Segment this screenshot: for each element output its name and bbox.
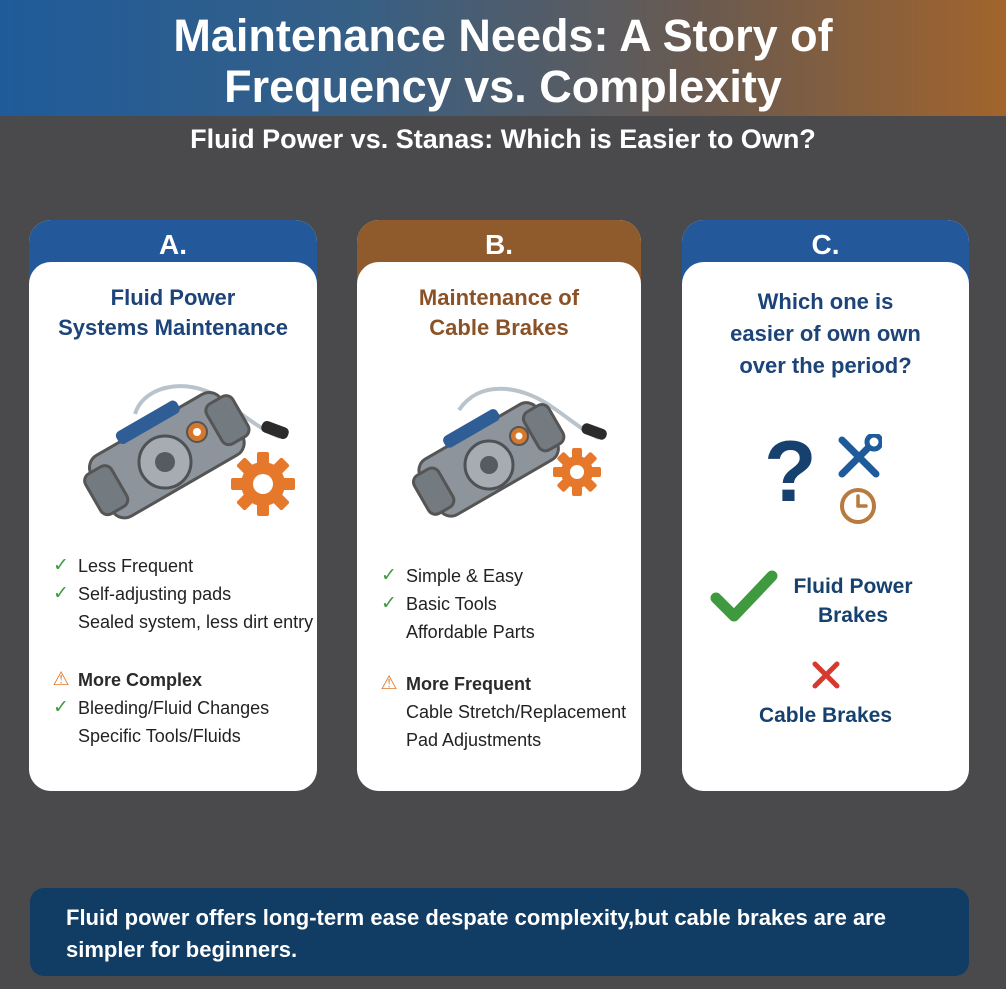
summary-text: Fluid power offers long-term ease despat… (66, 905, 886, 962)
checkmark-icon: ✓ (381, 565, 397, 586)
list-item: Sealed system, less dirt entry (78, 612, 314, 632)
card-b-body: Maintenance of Cable Brakes (357, 262, 641, 791)
question-line-3: over the period? (739, 353, 912, 378)
page-subtitle: Fluid Power vs. Stanas: Which is Easier … (190, 124, 816, 154)
brake-caliper-with-gear-icon (83, 384, 295, 520)
warning-icon: ⚠ (380, 673, 398, 694)
list-item: ✓Bleeding/Fluid Changes (29, 694, 317, 722)
question-mark-icon: ? (764, 424, 817, 520)
card-a-cons-list: ⚠More Complex ✓Bleeding/Fluid Changes Sp… (29, 666, 317, 750)
card-verdict: C. Which one is easier of own own over t… (682, 220, 969, 791)
list-item: ✓Basic Tools (357, 590, 641, 618)
loser-label: Cable Brakes (758, 704, 893, 727)
brake-caliper-with-gear-icon (411, 386, 607, 518)
winner-label: Fluid Power Brakes (778, 572, 928, 630)
card-b-title-line-1: Maintenance of (418, 285, 580, 310)
card-a-body: Fluid Power Systems Maintenance (29, 262, 317, 791)
header-banner (0, 0, 1006, 116)
title-line-2: Frequency vs. Complexity (224, 61, 782, 112)
winner-line-1: Fluid Power (793, 575, 913, 598)
checkmark-icon: ✓ (53, 555, 69, 576)
large-checkmark-icon (710, 570, 778, 622)
card-fluid-power: A. Fluid Power Systems Maintenance (29, 220, 317, 791)
list-item: ✓Less Frequent (29, 552, 317, 580)
card-a-title-line-2: Systems Maintenance (58, 315, 288, 340)
summary-footer: Fluid power offers long-term ease despat… (30, 888, 969, 976)
card-a-title: Fluid Power Systems Maintenance (29, 283, 317, 343)
wrench-screwdriver-icon (838, 434, 882, 478)
checkmark-icon: ✓ (53, 697, 69, 718)
title-line-1: Maintenance Needs: A Story of (173, 10, 833, 61)
warning-icon: ⚠ (52, 669, 70, 690)
clock-icon (840, 488, 876, 524)
checkmark-icon: ✓ (381, 593, 397, 614)
question-line-1: Which one is (757, 289, 894, 314)
page-title: Maintenance Needs: A Story of Frequency … (0, 10, 1006, 112)
card-c-icons: ? (682, 422, 969, 532)
card-a-title-line-1: Fluid Power (110, 285, 236, 310)
list-item: Cable Stretch/Replacement (406, 702, 627, 722)
winner-line-2: Brakes (817, 604, 889, 627)
list-item: Specific Tools/Fluids (78, 726, 241, 746)
question-line-2: easier of own own (730, 321, 921, 346)
cons-heading: ⚠More Frequent (357, 670, 641, 698)
card-c-question: Which one is easier of own own over the … (682, 286, 969, 382)
card-b-cons-list: ⚠More Frequent Cable Stretch/Replacement… (357, 670, 641, 754)
cons-heading: ⚠More Complex (29, 666, 317, 694)
card-cable-brakes: B. Maintenance of Cable Brakes (357, 220, 641, 791)
card-b-pros-list: ✓Simple & Easy ✓Basic Tools Affordable P… (357, 562, 641, 646)
card-a-pros-list: ✓Less Frequent ✓Self-adjusting pads Seal… (29, 552, 317, 636)
list-item: ✓Simple & Easy (357, 562, 641, 590)
list-item: Pad Adjustments (406, 730, 542, 750)
list-item: Affordable Parts (406, 622, 535, 642)
checkmark-icon: ✓ (53, 583, 69, 604)
card-b-title-line-2: Cable Brakes (429, 315, 569, 340)
cross-icon (812, 661, 840, 689)
card-b-title: Maintenance of Cable Brakes (357, 283, 641, 343)
card-c-body: Which one is easier of own own over the … (682, 262, 969, 791)
list-item: ✓Self-adjusting pads (29, 580, 317, 608)
